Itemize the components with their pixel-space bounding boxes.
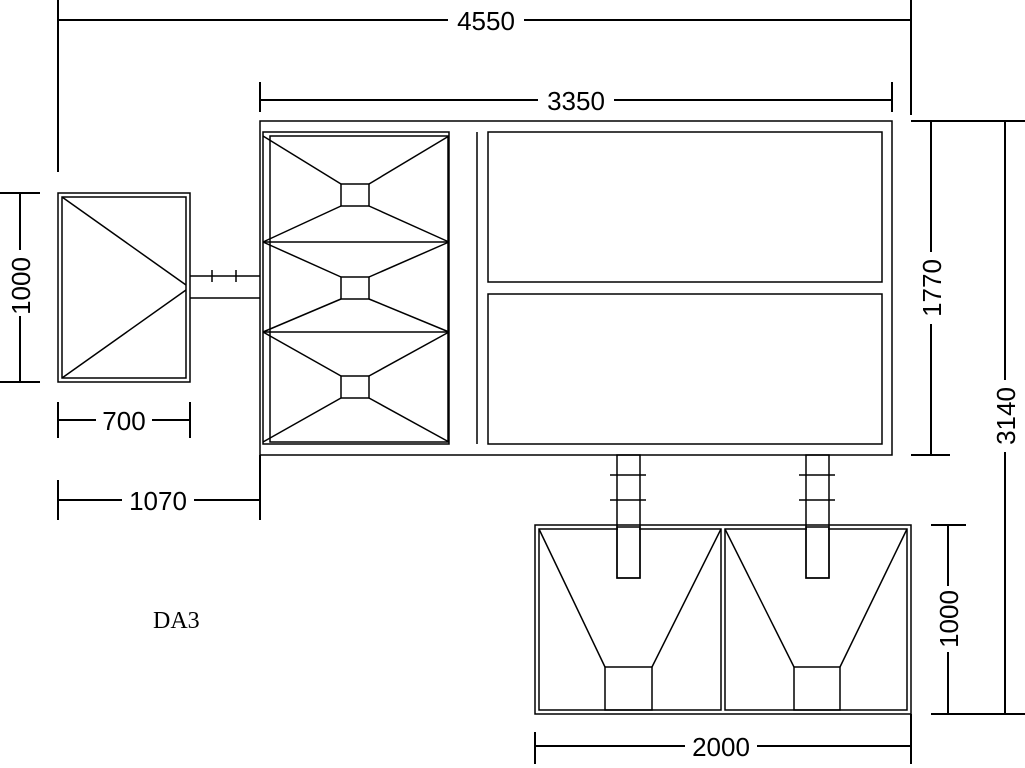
bottom-tanks [534, 524, 912, 715]
label-offset-width: 1070 [129, 486, 187, 516]
dimension-total-width: 4550 [57, 0, 912, 172]
label-bottom-width: 2000 [692, 732, 750, 762]
label-total-width: 4550 [457, 6, 515, 36]
label-main-width: 3350 [547, 86, 605, 116]
hopper-cell-1 [262, 135, 450, 243]
hopper-cell-2 [262, 241, 450, 333]
hopper-cell-3 [262, 331, 450, 443]
bottom-hopper-left [538, 528, 722, 711]
left-connector-pipe [190, 270, 260, 299]
label-left-height: 1000 [6, 257, 36, 315]
label-left-width: 700 [102, 406, 145, 436]
label-total-height: 3140 [991, 387, 1021, 445]
dimension-left-width: 700 [57, 402, 191, 438]
dimension-bottom-width: 2000 [534, 714, 912, 764]
label-main-height: 1770 [917, 259, 947, 317]
dimension-bottom-height: 1000 [931, 524, 966, 715]
main-unit [259, 120, 893, 456]
dimension-total-height: 3140 [911, 120, 1025, 715]
dimension-main-width: 3350 [259, 82, 893, 116]
label-bottom-height: 1000 [934, 590, 964, 648]
dimension-main-height: 1770 [911, 120, 950, 456]
dimension-offset-width: 1070 [57, 455, 261, 520]
dimension-left-height: 1000 [0, 192, 40, 383]
drawing-caption: DA3 [153, 608, 200, 634]
bottom-hopper-right [724, 528, 908, 711]
left-hopper [57, 192, 191, 383]
